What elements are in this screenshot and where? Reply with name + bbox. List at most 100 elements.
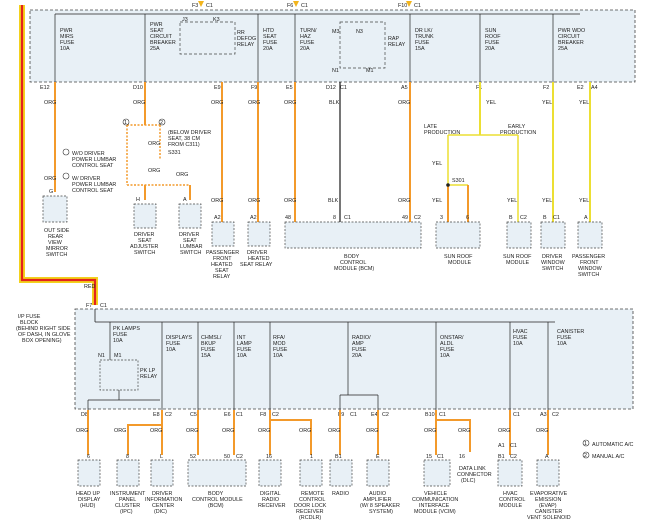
svg-text:W/O DRIVER: W/O DRIVER [72, 151, 105, 157]
sunroof-module-late: 3 6 SUN ROOF MODULE [435, 215, 481, 266]
svg-text:HEATED: HEATED [211, 262, 233, 268]
mid-wire-turn-haz: ORG [284, 82, 296, 222]
svg-text:EVAPORATIVE: EVAPORATIVE [530, 491, 568, 497]
svg-text:CONTROL SEAT: CONTROL SEAT [72, 188, 114, 194]
svg-text:YEL: YEL [486, 100, 496, 106]
svg-text:(IPC): (IPC) [120, 509, 133, 515]
svg-text:DISPLAYS: DISPLAYS [166, 335, 192, 341]
svg-text:2: 2 [584, 453, 587, 459]
svg-text:MODULE (VCIM): MODULE (VCIM) [414, 509, 456, 515]
svg-text:VEHICLE: VEHICLE [424, 491, 447, 497]
svg-text:RELAY: RELAY [213, 274, 231, 280]
svg-text:N3: N3 [356, 29, 363, 35]
svg-text:ORG: ORG [398, 100, 410, 106]
svg-text:BLOCK: BLOCK [20, 320, 39, 326]
svg-text:N1: N1 [332, 68, 339, 74]
svg-text:DR LK/: DR LK/ [415, 28, 433, 34]
svg-text:F8: F8 [260, 412, 266, 418]
svg-text:25A: 25A [558, 46, 568, 52]
svg-text:D8: D8 [81, 412, 88, 418]
svg-text:VIEW: VIEW [48, 240, 63, 246]
svg-text:PASSENGER: PASSENGER [206, 250, 239, 256]
svg-text:SWITCH: SWITCH [180, 250, 201, 256]
svg-text:ORG: ORG [498, 428, 510, 434]
body-control-module-top: 48 8 C1 49 C2 BODY CONTROL MODULE (BCM) [284, 215, 422, 272]
svg-text:RECEIVER: RECEIVER [258, 503, 286, 509]
svg-text:RECEIVER: RECEIVER [296, 509, 324, 515]
svg-text:RADIO: RADIO [332, 491, 349, 497]
svg-text:C2: C2 [510, 454, 517, 460]
svg-text:G: G [49, 189, 53, 195]
svg-text:W/ DRIVER: W/ DRIVER [72, 176, 101, 182]
svg-text:A2: A2 [214, 215, 221, 221]
ip-fuse-chmsl: CHMSL/ BKUP FUSE 15A [197, 322, 222, 410]
svg-text:10A: 10A [113, 338, 123, 344]
svg-text:C2: C2 [520, 215, 527, 221]
svg-text:SWITCH: SWITCH [542, 266, 563, 272]
svg-text:FUSE: FUSE [300, 40, 315, 46]
sunroof-module-early: B C2 SUN ROOF MODULE [503, 215, 532, 266]
svg-text:PWR: PWR [60, 28, 73, 34]
head-up-display: 6 HEAD UP DISPLAY (HUD) [76, 454, 101, 509]
svg-text:ORG: ORG [150, 428, 162, 434]
sunroof-wiring: YEL LATE PRODUCTION EARLY PRODUCTION S30… [424, 82, 536, 222]
svg-text:49: 49 [402, 215, 408, 221]
driver-heated-seat-relay: A2 DRIVER HEATED SEAT RELAY [240, 215, 273, 268]
svg-text:FUSE: FUSE [485, 40, 500, 46]
svg-text:B1: B1 [335, 454, 342, 460]
ip-cavity-labels: D8 E8 C2 C5 E6 C1 F8 C2 F9 C1 E4 C2 B10 … [81, 412, 559, 418]
svg-text:SWITCH: SWITCH [46, 252, 67, 258]
svg-text:BLK: BLK [328, 198, 339, 204]
mid-wire-pwr-wdo: YEL YEL [542, 82, 591, 222]
svg-text:(DIC): (DIC) [154, 509, 167, 515]
svg-text:C1: C1 [236, 412, 243, 418]
svg-text:CONTROL: CONTROL [299, 497, 325, 503]
svg-text:20A: 20A [485, 46, 495, 52]
svg-text:MODULE: MODULE [499, 503, 522, 509]
svg-text:BODY: BODY [344, 254, 360, 260]
svg-text:FROM C311): FROM C311) [168, 142, 200, 148]
svg-text:YEL: YEL [542, 198, 552, 204]
svg-text:FUSE: FUSE [237, 347, 252, 353]
svg-text:SWITCH: SWITCH [578, 272, 599, 278]
svg-text:3: 3 [440, 215, 443, 221]
svg-text:SWITCH: SWITCH [134, 250, 155, 256]
svg-text:CONNECTOR: CONNECTOR [457, 472, 492, 478]
svg-text:RELAY: RELAY [237, 42, 255, 48]
svg-text:TURN/: TURN/ [300, 28, 317, 34]
passenger-window-switch: A PASSENGER FRONT WINDOW SWITCH [572, 215, 605, 278]
svg-text:50: 50 [224, 454, 230, 460]
svg-text:10A: 10A [166, 347, 176, 353]
svg-text:(BEHIND RIGHT SIDE: (BEHIND RIGHT SIDE [16, 326, 71, 332]
svg-text:ORG: ORG [222, 428, 234, 434]
svg-text:POWER LUMBAR: POWER LUMBAR [72, 157, 116, 163]
svg-text:AMPLIFIER: AMPLIFIER [363, 497, 392, 503]
svg-text:RADIO/: RADIO/ [352, 335, 371, 341]
svg-text:ORG: ORG [398, 198, 410, 204]
outside-mirror-switch: G OUT SIDE REAR VIEW MIRROR SWITCH [42, 189, 70, 258]
svg-text:F9: F9 [251, 85, 257, 91]
svg-text:VENT SOLENOID: VENT SOLENOID [527, 515, 571, 521]
svg-text:A: A [183, 197, 187, 203]
svg-text:ORG: ORG [148, 141, 160, 147]
svg-text:OF DASH, IN GLOVE: OF DASH, IN GLOVE [18, 332, 71, 338]
svg-text:52: 52 [190, 454, 196, 460]
svg-text:10A: 10A [440, 353, 450, 359]
svg-text:E5: E5 [286, 85, 293, 91]
svg-text:HEAD UP: HEAD UP [76, 491, 100, 497]
svg-text:AMP: AMP [352, 341, 364, 347]
svg-text:ORG: ORG [366, 428, 378, 434]
svg-text:F10: F10 [398, 3, 407, 9]
svg-text:1: 1 [310, 454, 313, 460]
fuse-flag-f6: F6 C1 [287, 1, 308, 9]
svg-text:PRODUCTION: PRODUCTION [500, 130, 536, 136]
ip-fuse-rfa-mod: RFA/ MOD FUSE 10A [269, 322, 288, 410]
svg-text:PANEL: PANEL [119, 497, 136, 503]
svg-text:ORG: ORG [176, 172, 188, 178]
rr-defog-relay: J3 K3 RR DEFOG RELAY [179, 17, 256, 55]
svg-text:AUDIO: AUDIO [369, 491, 386, 497]
svg-text:N1: N1 [98, 353, 105, 359]
ip-fuse-int-lamp: INT LAMP FUSE 10A [233, 322, 252, 410]
svg-text:FUSE: FUSE [201, 347, 216, 353]
svg-text:YEL: YEL [432, 198, 442, 204]
